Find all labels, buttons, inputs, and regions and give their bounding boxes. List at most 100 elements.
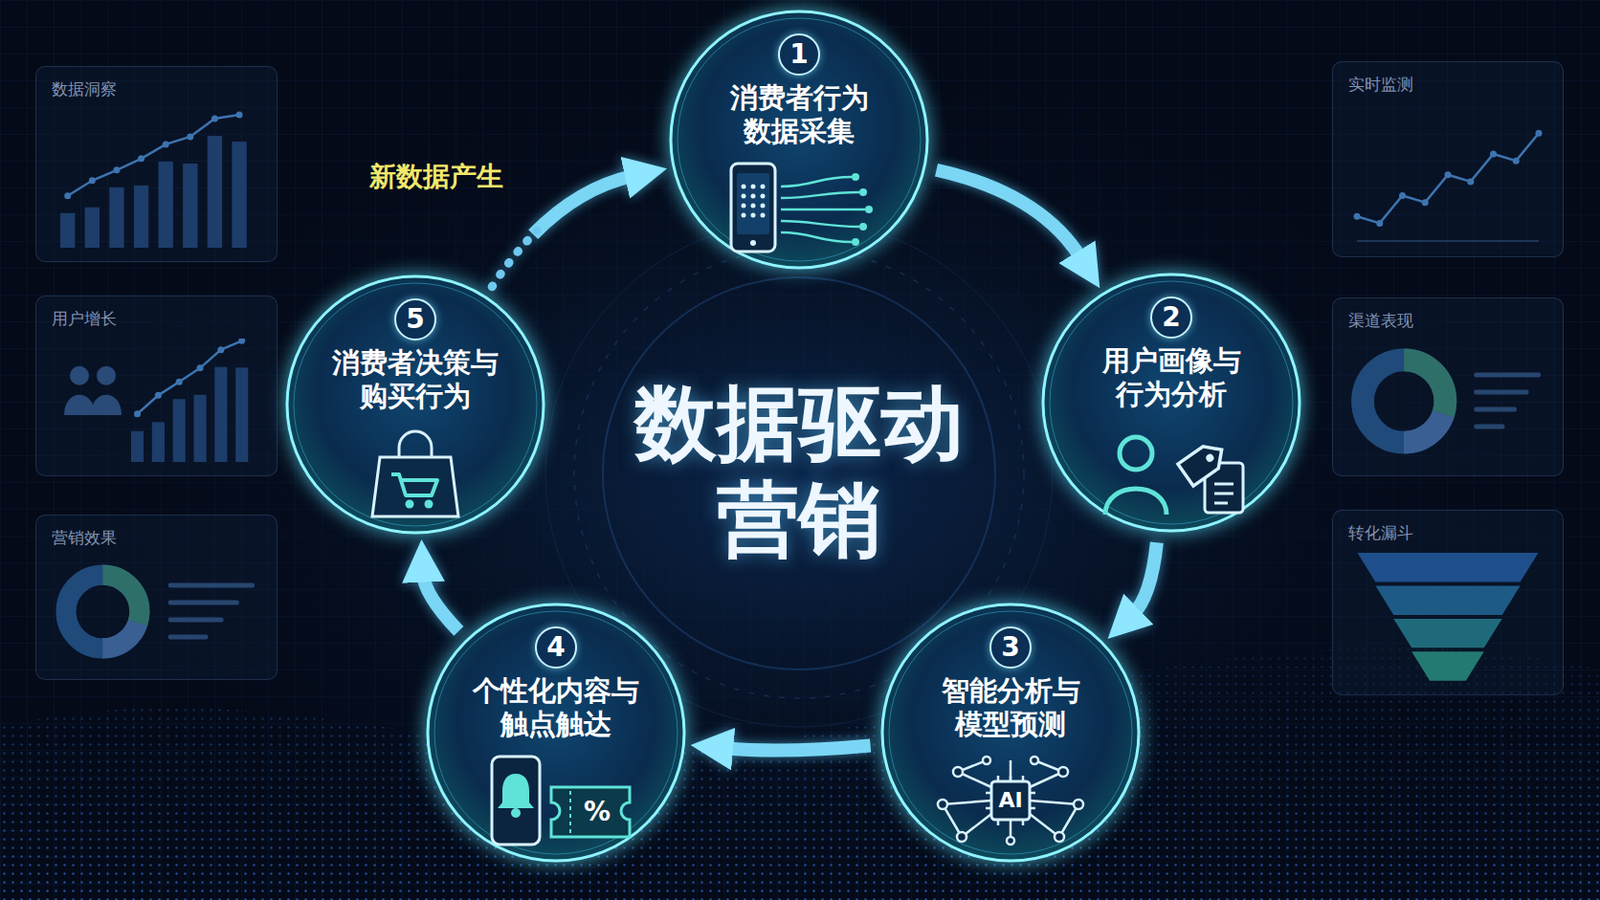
graphic-part (1375, 585, 1520, 615)
circle-inner-ring (888, 611, 1133, 855)
step-icon-graphic (333, 426, 497, 519)
graphic-part (741, 184, 766, 247)
graphic-part (1473, 390, 1529, 396)
graphic-part (750, 240, 756, 246)
graphic-part (511, 808, 521, 819)
graphic-part (1073, 800, 1084, 810)
step-text: 消费者行为 数据采集 (724, 81, 875, 149)
icon-label-holder: AI (998, 790, 1023, 812)
graphic-part (953, 767, 963, 778)
graphic-part (193, 395, 206, 463)
circle-inner-ring (293, 283, 537, 527)
panel-label: 数据洞察 (51, 78, 117, 101)
graphic-part (760, 194, 766, 200)
graphic-part (64, 395, 95, 416)
graphic-part (66, 575, 140, 649)
dashboard-panel: 转化漏斗 (1332, 510, 1564, 696)
graphic-part (168, 600, 240, 606)
circle-shape (287, 276, 544, 534)
graphic-part (1030, 756, 1039, 765)
graphic-part (1444, 171, 1452, 178)
graphic-part (1362, 359, 1445, 443)
graphic-part (1473, 373, 1541, 378)
flow-arrow (422, 574, 459, 632)
graphic-part (214, 367, 227, 463)
dashboard-panel: 用户增长 (35, 295, 278, 477)
graphic-part (137, 340, 243, 414)
graphic-part (1006, 837, 1015, 845)
graphic-part (751, 203, 756, 209)
graphic-part (1376, 220, 1383, 227)
graphic-part (207, 135, 223, 248)
flow-arrow-line (1132, 542, 1156, 616)
graphic-part (137, 155, 145, 162)
graphic-part (168, 618, 224, 623)
panel-chart (1347, 104, 1549, 244)
graphic-part (155, 392, 162, 400)
graphic-part (1058, 767, 1068, 778)
graphic-part (1473, 424, 1505, 430)
graphic-part (851, 173, 873, 246)
graphic-part (1466, 177, 1474, 185)
diagram-title: 数据驱动 营销 (607, 375, 991, 570)
cycle-step-circle: 5消费者决策与 购买行为 (284, 273, 547, 536)
graphic-part (372, 457, 459, 517)
graphic-part (865, 205, 873, 214)
graphic-part (942, 760, 1079, 842)
graphic-part (1177, 439, 1230, 487)
graphic-part (982, 756, 991, 765)
graphic-part (173, 399, 186, 463)
graphic-part (1356, 133, 1539, 223)
graphic-part (158, 161, 174, 248)
panel-label: 营销效果 (51, 527, 117, 550)
graphic-part (424, 500, 434, 510)
graphic-part (991, 781, 1030, 821)
graphic-part (162, 140, 170, 148)
graphic-part (497, 774, 534, 809)
graphic-part (1399, 192, 1406, 200)
flow-arrow-line (491, 176, 634, 288)
graphic-part (1422, 199, 1429, 206)
circle-shape (427, 604, 685, 862)
graphic-part (760, 203, 766, 209)
graphic-part (67, 114, 240, 197)
graphic-part (736, 173, 770, 235)
graphic-part (197, 364, 204, 372)
step-icon-graphic (1089, 424, 1253, 517)
graphic-part (859, 188, 867, 197)
graphic-part (551, 787, 630, 838)
cycle-step-circle: 4 个性化内容与 触点触达% (424, 601, 688, 865)
graphic-part (1393, 619, 1502, 648)
graphic-part (69, 366, 89, 386)
dashboard-panel: 渠道表现 (1332, 297, 1564, 477)
graphic-part (66, 575, 140, 649)
panel-chart (1347, 340, 1549, 463)
graphic-part (182, 163, 198, 248)
graphic-part (405, 500, 415, 510)
graphic-part (186, 133, 194, 140)
graphic-part (399, 431, 432, 458)
graphic-part (741, 203, 747, 209)
graphic-part (1177, 439, 1230, 487)
graphic-part (741, 213, 747, 219)
circle-shape (882, 604, 1139, 862)
step-number: 4 (534, 626, 578, 669)
step-number: 5 (394, 298, 437, 341)
step-icon-graphic (474, 755, 638, 847)
step-text: 个性化内容与 触点触达 (466, 674, 645, 742)
graphic-part (859, 222, 867, 231)
graphic-part (569, 791, 572, 834)
graphic-part (731, 163, 776, 252)
graphic-part (109, 187, 124, 248)
step-icon-graphic (717, 161, 881, 254)
graphic-part (236, 111, 244, 119)
graphic-part (1105, 488, 1167, 515)
graphic-part (1362, 359, 1445, 443)
circle-shape (670, 11, 928, 268)
icon-label: % (583, 799, 611, 826)
graphic-part (168, 583, 255, 589)
graphic-part (90, 395, 122, 416)
graphic-part (133, 410, 141, 418)
graphic-part (602, 277, 996, 670)
